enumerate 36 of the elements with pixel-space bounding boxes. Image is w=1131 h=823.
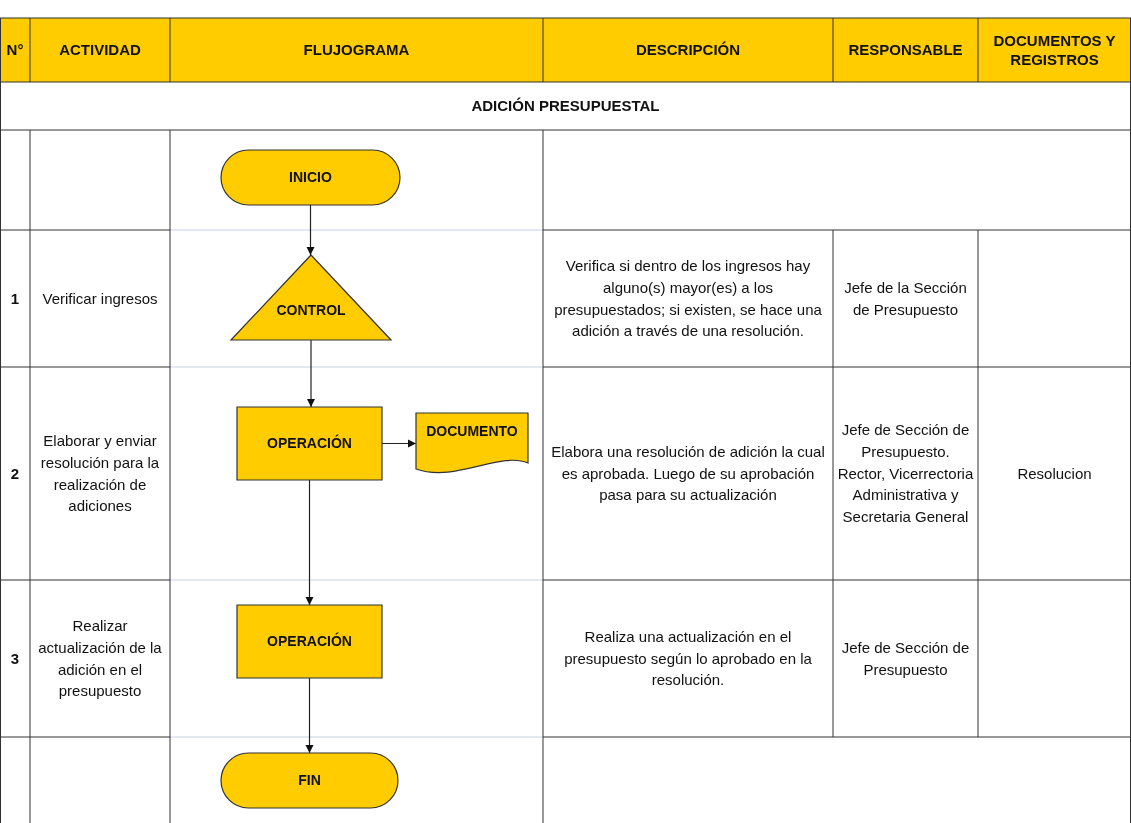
terminator-shape [221,753,398,808]
activity-text: Elaborar y enviar resolución para la realización de adiciones [39,431,161,517]
responsible-text: Jefe de Sección de Presupuesto [840,637,971,680]
arrow [306,339,316,408]
row-number: 2 [10,463,20,484]
section-title: ADICIÓN PRESUPUESTAL [471,96,660,116]
activity-text: Realizar actualización de la adición en el presupuesto [37,616,163,702]
activity-text: Verificar ingresos [42,288,158,309]
description-text: Realiza una actualización en el presupuesto según lo aprobado en la resolución. [563,626,813,691]
column-header: DOCUMENTOS Y REGISTROS [992,30,1117,70]
control-triangle [231,255,391,340]
column-header: RESPONSABLE [848,40,963,60]
responsible-text: Jefe de la Sección de Presupuesto [843,277,968,320]
arrow [306,204,315,256]
row-number: 1 [10,288,20,309]
description-text: Elabora una resolución de adición la cual es aprobada. Luego de su aprobación pasa para su actualización [550,441,826,506]
column-header: N° [6,40,24,60]
process-box [237,407,382,480]
shape-label: DOCUMENTO [425,423,519,439]
arrow [305,479,314,606]
shape-label: CONTROL [275,301,347,318]
responsible-text: Jefe de Sección de Presupuesto. Rector, Vicerrectoria Administrativa y Secretaria General [837,420,974,528]
column-header: ACTIVIDAD [59,40,141,60]
shape-label: INICIO [288,168,333,185]
shape-label: FIN [297,771,322,788]
terminator-shape [221,150,400,205]
shape-label: OPERACIÓN [266,632,353,649]
description-text: Verifica si dentro de los ingresos hay alguno(s) mayor(es) a los presupuestados; si existen, se hace una adición a través de una resolución. [553,256,823,342]
document-shape [416,413,528,475]
row-number: 3 [10,648,20,669]
process-box [237,605,382,678]
arrow [305,677,314,754]
column-header: DESCRIPCIÓN [635,40,741,60]
shape-label: OPERACIÓN [266,434,353,451]
column-header: FLUJOGRAMA [303,40,410,60]
document-text: Resolucion [1017,463,1092,484]
